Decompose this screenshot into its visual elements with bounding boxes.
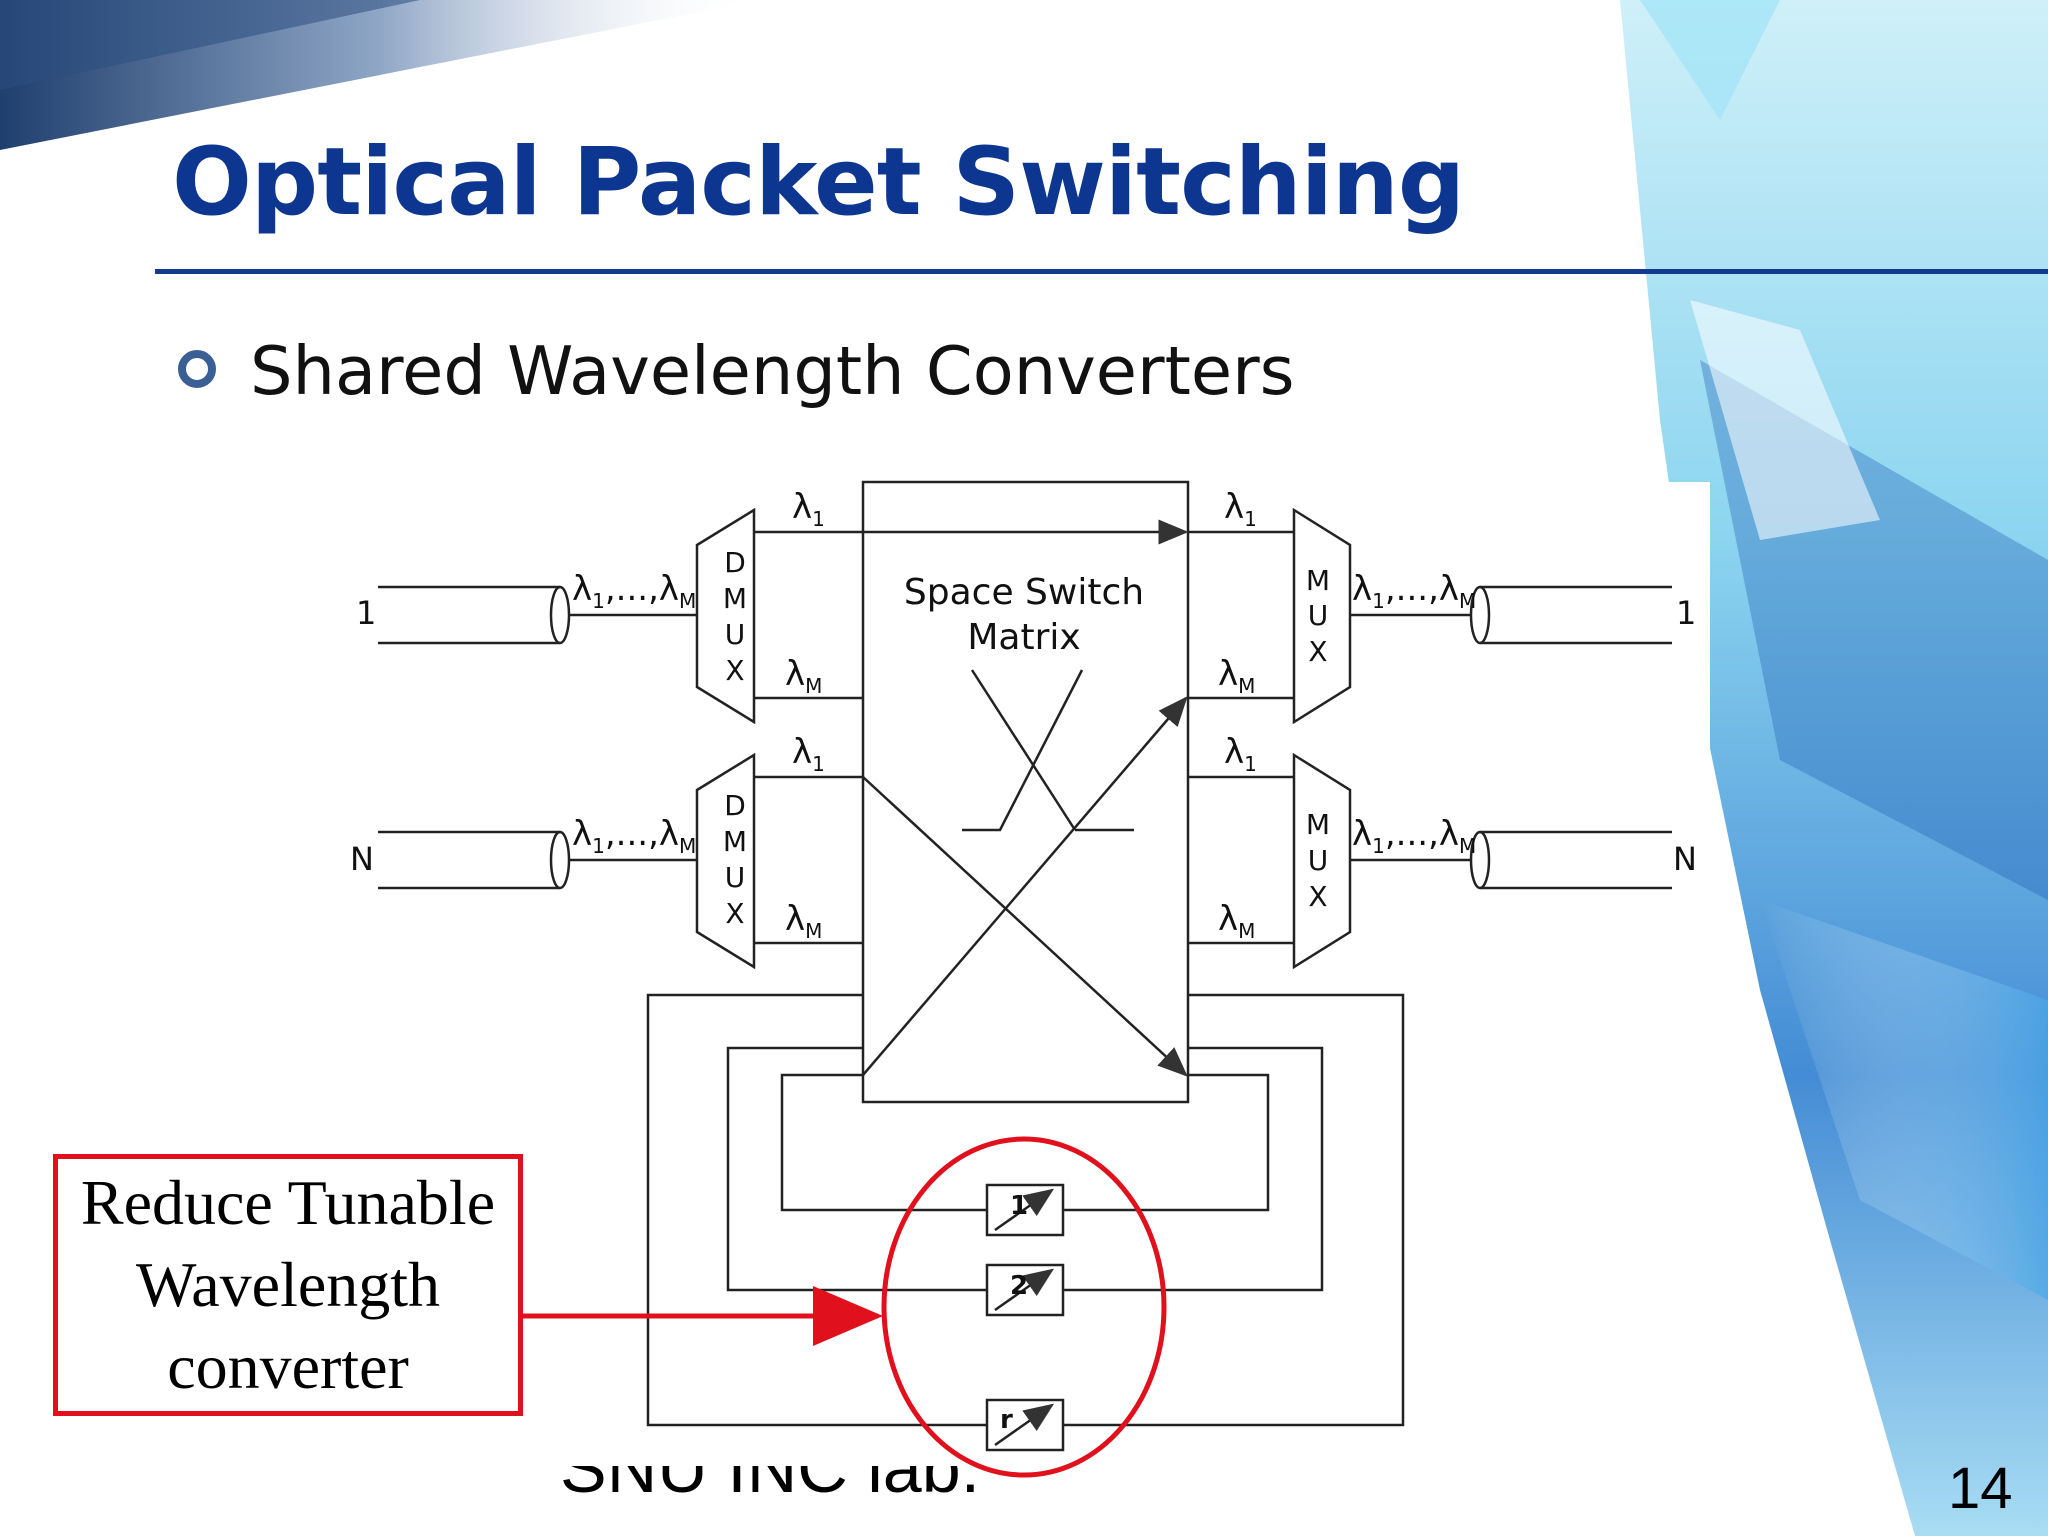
input-port-1: 1 — [356, 594, 376, 632]
title-underline — [155, 269, 2048, 274]
matrix-label-line2: Matrix — [967, 617, 1080, 658]
space-switch-matrix — [861, 480, 1190, 1104]
input-port-n: N — [350, 840, 374, 878]
channel-label-lambda-m: λM — [1218, 654, 1255, 698]
demux-top — [695, 507, 756, 725]
callout-box: Reduce Tunable Wavelength converter — [53, 1154, 523, 1416]
channel-label-lambda-m: λM — [785, 654, 822, 698]
page-number: 14 — [1948, 1456, 2013, 1521]
mux-top-letter: X — [1308, 635, 1327, 668]
fiber-out-top-lambda-label: λ1,...,λM — [1352, 569, 1476, 613]
fiber-in-top-lambda-label: λ1,...,λM — [572, 569, 696, 613]
mux-top-letter: U — [1308, 599, 1329, 632]
converter-2-label: 2 — [1010, 1271, 1028, 1301]
mux-bottom-letter: X — [1308, 880, 1327, 913]
fiber-in-bottom-lambda-label: λ1,...,λM — [572, 814, 696, 858]
demux-bottom — [695, 752, 756, 970]
mux-top — [1292, 507, 1352, 725]
channel-label-lambda-1: λ1 — [1224, 487, 1257, 531]
demux-bottom-letter: D — [724, 789, 746, 822]
mux-top-letter: M — [1306, 564, 1330, 597]
demux-top-letter: M — [723, 582, 747, 615]
callout-text: Reduce Tunable Wavelength converter — [80, 1167, 496, 1402]
bullet-icon — [178, 350, 216, 388]
channel-label-lambda-m: λM — [785, 899, 822, 943]
channel-label-lambda-m: λM — [1218, 899, 1255, 943]
channel-label-lambda-1: λ1 — [792, 487, 825, 531]
converter-1-label: 1 — [1010, 1191, 1028, 1221]
bullet-text: Shared Wavelength Converters — [250, 332, 1295, 410]
demux-top-letter: X — [725, 654, 744, 687]
matrix-label-line1: Space Switch — [904, 572, 1144, 613]
diagram-panel — [330, 482, 1710, 1522]
input-fiber-1 — [378, 585, 697, 645]
mux-bottom — [1292, 752, 1352, 970]
footer-text: SNU INC lab. — [560, 1466, 981, 1507]
output-port-n: N — [1673, 840, 1697, 878]
fiber-out-bottom-lambda-label: λ1,...,λM — [1352, 814, 1476, 858]
demux-top-letter: D — [724, 546, 746, 579]
converter-r-label: r — [1000, 1405, 1013, 1435]
mux-bottom-letter: U — [1308, 844, 1329, 877]
demux-top-letter: U — [725, 618, 746, 651]
converter-highlight-ellipse — [881, 1136, 1167, 1478]
output-fiber-n — [1350, 830, 1672, 890]
demux-bottom-letter: X — [725, 897, 744, 930]
slide-title: Optical Packet Switching — [172, 128, 1465, 237]
input-fiber-n — [378, 830, 697, 890]
mux-bottom-letter: M — [1306, 808, 1330, 841]
channel-label-lambda-1: λ1 — [1224, 732, 1257, 776]
demux-bottom-letter: M — [723, 825, 747, 858]
demux-bottom-letter: U — [725, 861, 746, 894]
output-fiber-1 — [1350, 585, 1672, 645]
footer-lab-name: SNU INC lab. — [560, 1466, 1000, 1522]
loop-outer — [646, 993, 987, 1427]
loop-inner — [780, 1073, 987, 1212]
channel-label-lambda-1: λ1 — [792, 732, 825, 776]
output-port-1: 1 — [1676, 594, 1696, 632]
